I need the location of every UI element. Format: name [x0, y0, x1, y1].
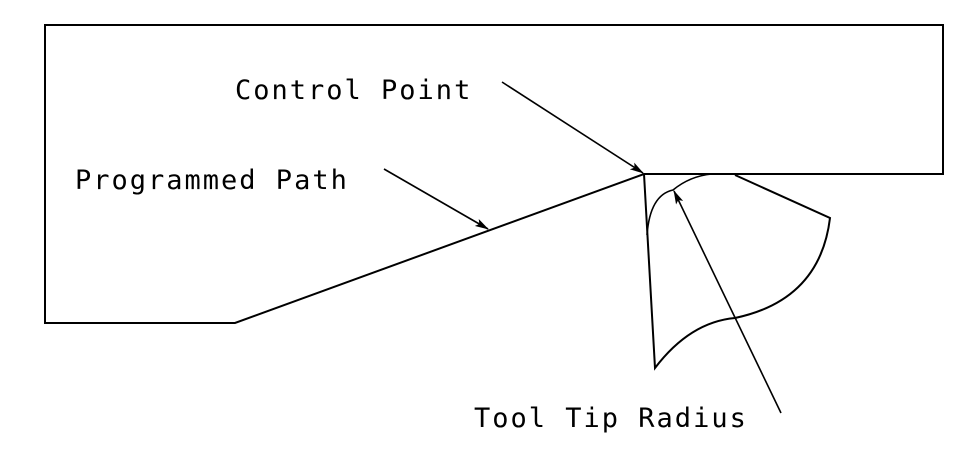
- control-point-label: Control Point: [235, 75, 472, 106]
- tool-tip-radius-leader: [673, 190, 782, 414]
- tool-tip-radius-label: Tool Tip Radius: [474, 403, 748, 434]
- control-point-leader: [501, 81, 644, 174]
- programmed-path-leader: [383, 168, 489, 230]
- programmed-path-label: Programmed Path: [75, 165, 349, 196]
- tool-nose-radius-arc: [646, 173, 713, 236]
- tool-insert-outline: [643, 173, 832, 371]
